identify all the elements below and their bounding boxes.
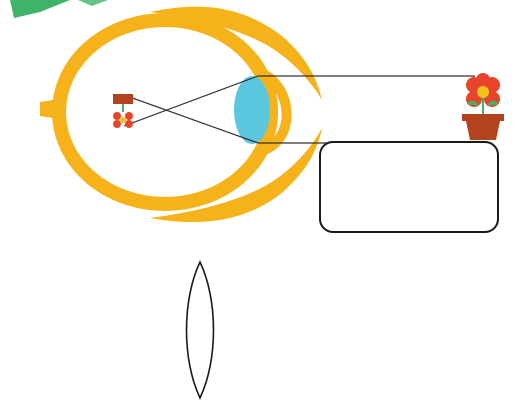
convex-lens-icon	[187, 262, 214, 398]
light-rays	[124, 76, 475, 143]
green-leaf-decoration	[10, 0, 70, 18]
answer-box[interactable]	[319, 141, 499, 233]
inverted-flower-center	[120, 117, 126, 123]
flower-center	[477, 86, 489, 98]
green-leaf-decoration-2	[78, 0, 108, 6]
pot-rim	[462, 114, 504, 121]
inverted-petal	[125, 120, 133, 128]
inverted-petal	[113, 112, 121, 120]
inverted-flower-icon	[113, 94, 133, 128]
pot-body	[466, 121, 500, 140]
eye-illustration	[40, 7, 322, 223]
eye-lens	[234, 76, 270, 144]
inverted-petal	[125, 112, 133, 120]
flower-petal	[476, 73, 490, 87]
inverted-petal	[113, 120, 121, 128]
flower-pot-icon	[462, 73, 504, 140]
inverted-pot	[113, 94, 133, 104]
